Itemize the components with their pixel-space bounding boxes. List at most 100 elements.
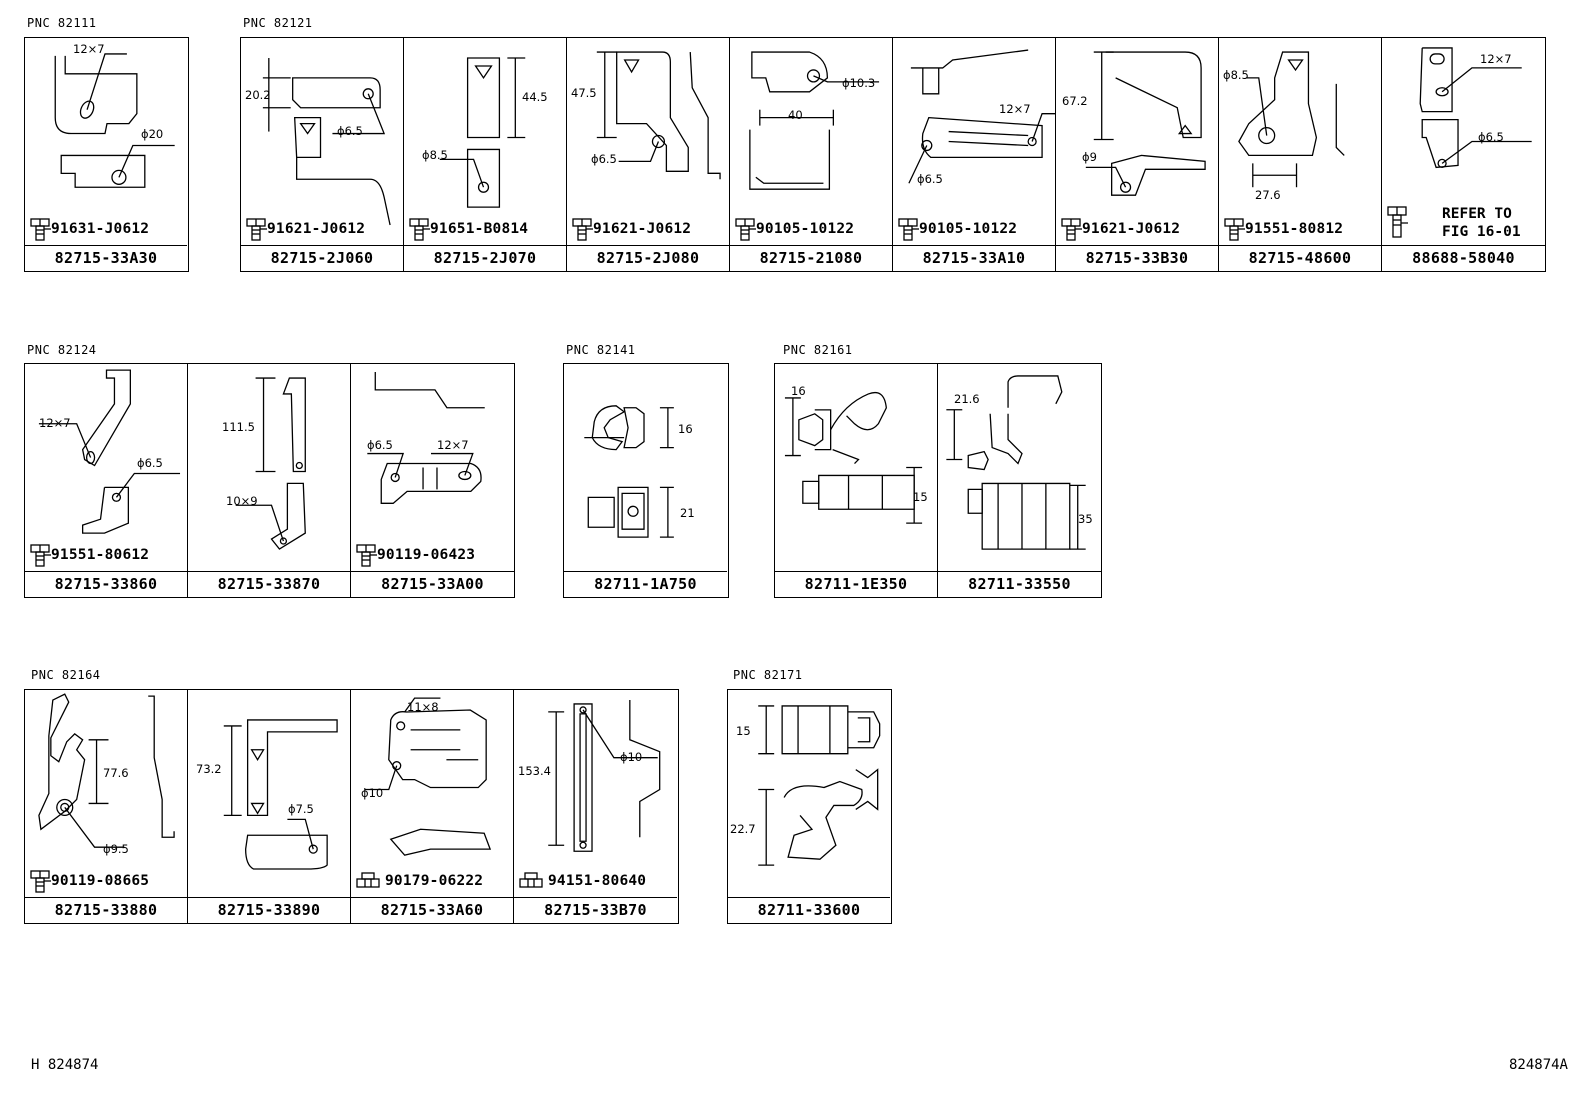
dim-label: ϕ6.5 [1478,130,1504,144]
bracket-drawing [241,38,403,245]
dim-label: ϕ9.5 [103,842,129,856]
dim-label: ϕ6.5 [367,438,393,452]
bolt: 91551-80612 [29,543,149,567]
dim-label: 27.6 [1255,188,1281,202]
part-number: 82715-33860 [25,571,187,597]
part-number: 82715-2J060 [241,245,403,271]
part-cell[interactable]: ϕ8.5 27.6 91551-80812 82715-48600 [1219,38,1382,271]
part-cell[interactable]: 153.4 ϕ10 94151-80640 82715-33B70 [514,690,677,923]
bolt-part-number: 90105-10122 [919,221,1018,237]
bracket-drawing [567,38,729,245]
part-cell[interactable]: 16 21 82711-1A750 [564,364,727,597]
figure-number-right: 824874A [1508,1057,1568,1073]
part-cell[interactable]: ϕ6.5 12×7 90119-06423 82715-33A00 [351,364,514,597]
part-number: 82715-48600 [1219,245,1381,271]
pnc-label-82164: PNC 82164 [31,668,101,682]
part-cell[interactable]: 73.2 ϕ7.5 82715-33890 [188,690,351,923]
part-number: 82715-33A60 [351,897,513,923]
part-number: 82715-33A10 [893,245,1055,271]
part-cell[interactable]: 111.5 10×9 82715-33870 [188,364,351,597]
dim-label: 12×7 [437,438,469,452]
pnc-label-82141: PNC 82141 [566,343,636,357]
bolt-part-number: 91621-J0612 [267,221,366,237]
part-number: 82715-2J070 [404,245,566,271]
bolt-icon [735,218,756,241]
bolt-icon [1224,218,1245,241]
part-number: 82711-1E350 [775,571,937,597]
dim-label: ϕ10 [620,750,643,764]
part-cell[interactable]: 47.5 ϕ6.5 91621-J0612 82715-2J080 [567,38,730,271]
dim-label: 12×7 [1480,52,1512,66]
nut-icon [356,872,380,888]
dim-label: ϕ6.5 [591,152,617,166]
part-cell[interactable]: 44.5 ϕ8.5 91651-B0814 82715-2J070 [404,38,567,271]
bolt-part-number: 91651-B0814 [430,221,529,237]
dim-label: ϕ10.3 [842,76,876,90]
dim-label: 67.2 [1062,94,1088,108]
bolt-icon [30,218,51,241]
group-82124: 12×7 ϕ6.5 91551-80612 82715-33860 111.5 … [24,363,515,598]
bolt-icon [1061,218,1082,241]
part-number: 82715-21080 [730,245,892,271]
bracket-drawing [1056,38,1218,245]
part-number: 82711-33600 [728,897,890,923]
dim-label: ϕ7.5 [288,802,314,816]
bolt: 90119-08665 [29,869,149,893]
dim-label: ϕ8.5 [422,148,448,162]
bolt-icon [356,544,377,567]
bolt-part-number: 91551-80812 [1245,221,1344,237]
clip-drawing [938,364,1101,571]
bolt: 90119-06423 [355,543,475,567]
bolt-part-number: 91551-80612 [51,547,150,563]
part-number: 82715-33880 [25,897,187,923]
dim-label: ϕ10 [361,786,384,800]
dim-label: 12×7 [999,102,1031,116]
clip-drawing [775,364,937,571]
bracket-drawing [1219,38,1381,245]
bracket-drawing [25,38,187,245]
part-cell[interactable]: 16 15 82711-1E350 [775,364,938,597]
bracket-drawing [188,364,350,571]
dim-label: 111.5 [222,420,255,434]
part-cell[interactable]: 67.2 ϕ9 91621-J0612 82715-33B30 [1056,38,1219,271]
part-cell[interactable]: 15 22.7 82711-33600 [728,690,890,923]
bolt: 91651-B0814 [408,217,528,241]
part-cell[interactable]: 12×7 ϕ6.5 REFER TO FIG 16-01 88688-58040 [1382,38,1545,271]
dim-label: 44.5 [522,90,548,104]
part-number: 82715-33A30 [25,245,187,271]
part-number: 88688-58040 [1382,245,1545,271]
bracket-drawing [188,690,350,897]
pnc-label-82171: PNC 82171 [733,668,803,682]
group-82171: 15 22.7 82711-33600 [727,689,892,924]
dim-label: 47.5 [571,86,597,100]
bolt: REFER TO FIG 16-01 [1386,205,1521,241]
bracket-drawing [404,38,566,245]
dim-label: 40 [788,108,803,122]
part-number: 82715-33A00 [351,571,514,597]
dim-label: 21.6 [954,392,980,406]
bolt: 90105-10122 [734,217,854,241]
part-cell[interactable]: 12×7 ϕ20 91631-J0612 82715-33A30 [25,38,187,271]
part-number: 82715-2J080 [567,245,729,271]
part-cell[interactable]: 21.6 35 82711-33550 [938,364,1101,597]
bracket-drawing [351,690,513,897]
part-cell[interactable]: ϕ10.3 40 90105-10122 82715-21080 [730,38,893,271]
dim-label: 20.2 [245,88,271,102]
dim-label: 153.4 [518,764,551,778]
part-cell[interactable]: 11×8 ϕ10 90179-06222 82715-33A60 [351,690,514,923]
part-cell[interactable]: 77.6 ϕ9.5 90119-08665 82715-33880 [25,690,188,923]
part-cell[interactable]: 20.2 ϕ6.5 91621-J0612 82715-2J060 [241,38,404,271]
bracket-drawing [514,690,677,897]
bolt: 91631-J0612 [29,217,149,241]
bracket-drawing [730,38,892,245]
part-cell[interactable]: 12×7 ϕ6.5 90105-10122 82715-33A10 [893,38,1056,271]
bracket-drawing [351,364,514,571]
bolt-icon [30,870,51,893]
dim-label: 35 [1078,512,1093,526]
pnc-label-82124: PNC 82124 [27,343,97,357]
bolt-part-number: 90179-06222 [385,873,484,889]
bolt: 91551-80812 [1223,217,1343,241]
dim-label: ϕ9 [1082,150,1097,164]
dim-label: 15 [913,490,928,504]
part-cell[interactable]: 12×7 ϕ6.5 91551-80612 82715-33860 [25,364,188,597]
